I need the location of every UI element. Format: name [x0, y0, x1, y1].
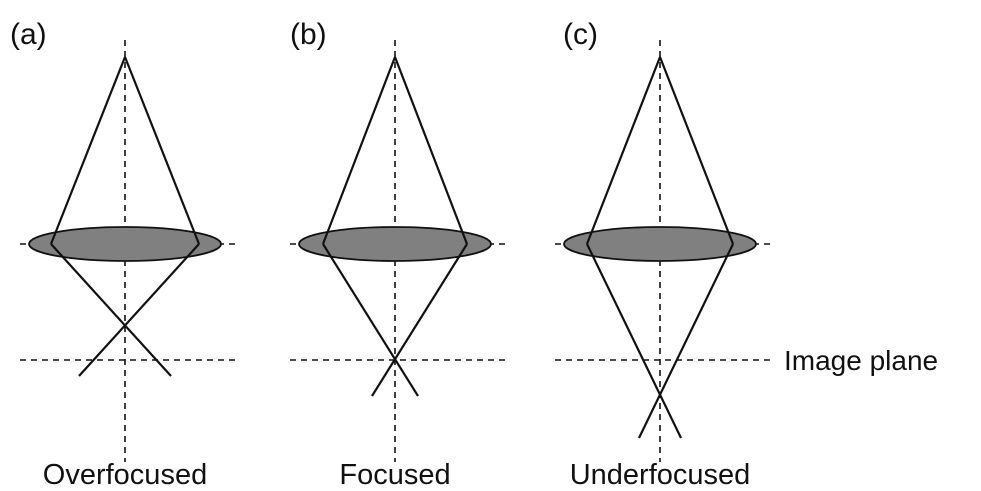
outgoing-ray-right	[638, 243, 734, 439]
lens	[298, 226, 492, 262]
incoming-ray-right	[123, 56, 201, 245]
panel-focused: (b) Focused	[290, 18, 506, 491]
incoming-ray-left	[49, 56, 127, 245]
panel-underfocused: (c) Underfocused	[555, 18, 771, 491]
outgoing-ray-left	[586, 243, 682, 439]
caption-overfocused: Overfocused	[43, 459, 207, 491]
lens	[28, 226, 222, 262]
panel-label-c: (c)	[563, 18, 598, 51]
panel-label-b: (b)	[290, 18, 327, 51]
incoming-ray-right	[393, 56, 469, 245]
lens	[563, 226, 757, 262]
outgoing-ray-left	[322, 243, 419, 397]
panel-overfocused: (a) Overfocused	[10, 18, 236, 491]
incoming-ray-left	[321, 56, 397, 245]
image-plane-label: Image plane	[784, 345, 938, 376]
outgoing-ray-right	[371, 243, 468, 397]
outgoing-ray-right	[78, 243, 200, 377]
incoming-ray-right	[658, 56, 735, 245]
outgoing-ray-left	[50, 243, 172, 377]
panel-label-a: (a)	[10, 18, 47, 51]
incoming-ray-left	[585, 56, 662, 245]
caption-underfocused: Underfocused	[570, 459, 751, 491]
caption-focused: Focused	[339, 459, 450, 491]
